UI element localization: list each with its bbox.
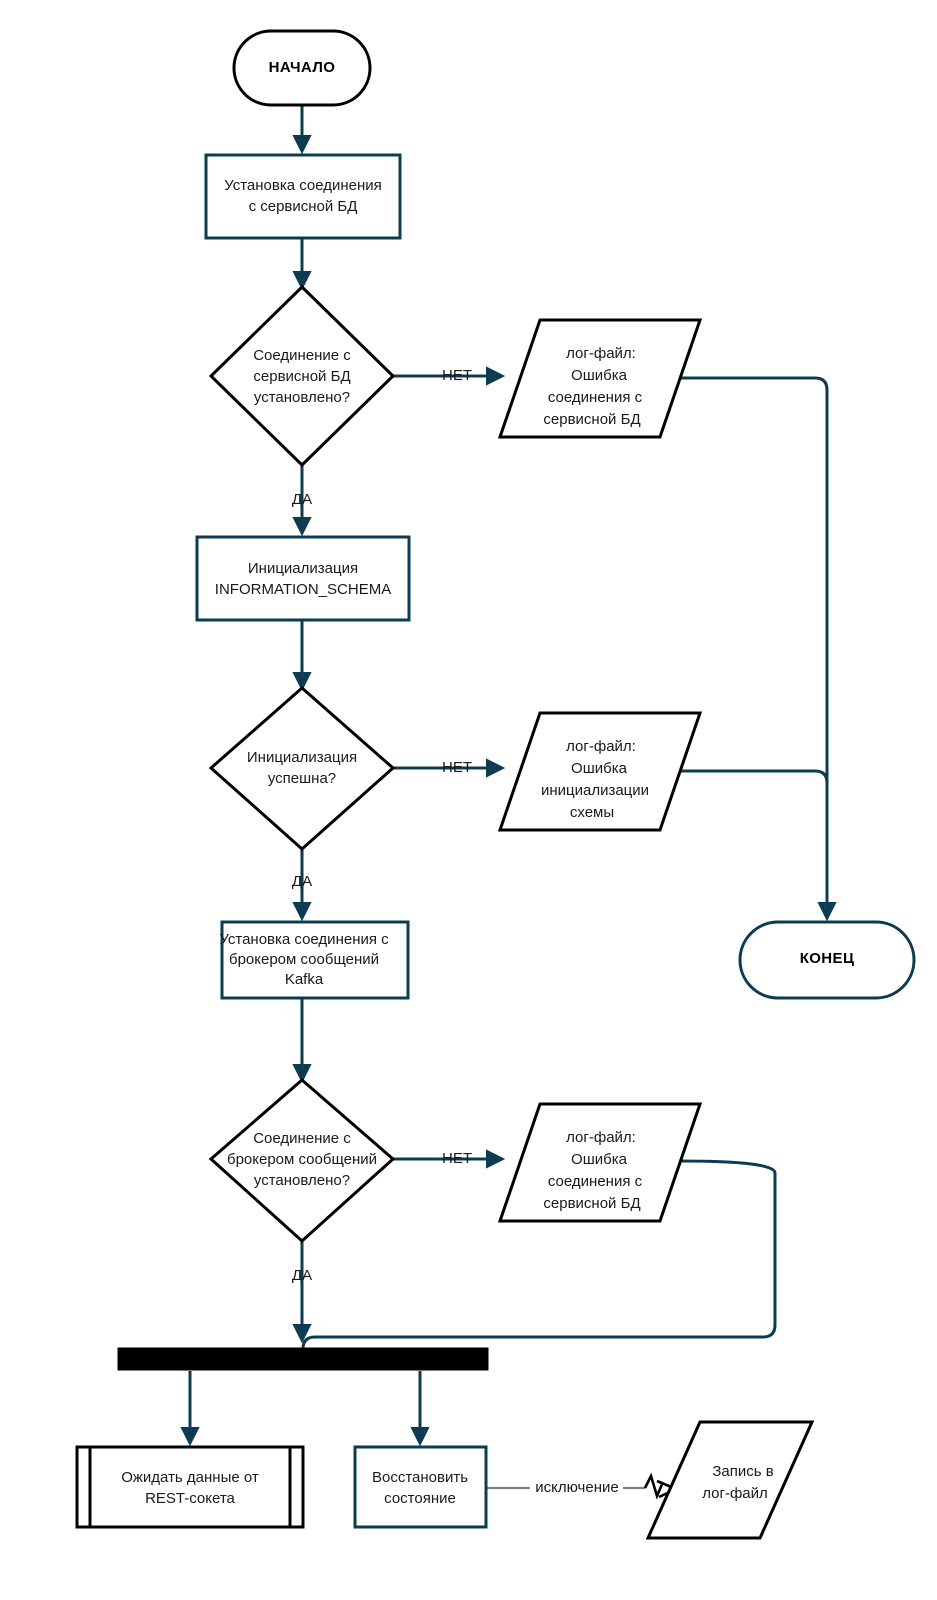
node-connect-service-db[interactable]: Установка соединения с сервисной БД bbox=[204, 153, 402, 240]
edge-label-yes-2: ДА bbox=[292, 873, 312, 890]
node-log-service-db-error-label-3: соединения с bbox=[548, 389, 643, 406]
node-decision-kafka[interactable]: Соединение с брокером сообщений установл… bbox=[208, 1078, 396, 1244]
node-connect-kafka-label-3: Kafka bbox=[285, 971, 324, 988]
node-end[interactable]: КОНЕЦ bbox=[738, 920, 916, 1000]
node-wait-rest-label-1: Ожидать данные от bbox=[121, 1469, 259, 1486]
node-decision-service-db[interactable]: Соединение с сервисной БД установлено? bbox=[208, 284, 396, 468]
node-log-kafka-error-label-4: сервисной БД bbox=[543, 1195, 640, 1212]
node-decision-kafka-label-1: Соединение с bbox=[253, 1130, 351, 1147]
node-log-service-db-error-label-4: сервисной БД bbox=[543, 411, 640, 428]
node-start[interactable]: НАЧАЛО bbox=[232, 29, 372, 107]
node-connect-service-db-label-2: с сервисной БД bbox=[249, 198, 358, 215]
node-decision-kafka-label-3: установлено? bbox=[254, 1172, 350, 1189]
node-init-schema[interactable]: Инициализация INFORMATION_SCHEMA bbox=[195, 535, 411, 622]
edge-log2-to-end bbox=[679, 769, 829, 800]
node-decision-init[interactable]: Инициализация успешна? bbox=[208, 686, 396, 852]
node-restore-state-label-1: Восстановить bbox=[372, 1469, 468, 1486]
node-end-label: КОНЕЦ bbox=[800, 950, 855, 967]
node-write-log-label-2: лог-файл bbox=[702, 1485, 768, 1502]
node-log-init-error-label-2: Ошибка bbox=[571, 760, 628, 777]
exception-zigzag-icon bbox=[643, 1472, 665, 1500]
node-log-service-db-error-label-1: лог-файл: bbox=[566, 345, 636, 362]
node-log-init-error[interactable]: лог-файл: Ошибка инициализации схемы bbox=[497, 711, 703, 832]
node-connect-service-db-label-1: Установка соединения bbox=[224, 177, 382, 194]
edge-log3-to-fork bbox=[301, 1159, 777, 1350]
node-log-init-error-label-1: лог-файл: bbox=[566, 738, 636, 755]
node-decision-init-label-2: успешна? bbox=[268, 770, 336, 787]
node-log-init-error-label-4: схемы bbox=[570, 804, 614, 821]
node-decision-init-label-1: Инициализация bbox=[247, 749, 357, 766]
edge-label-no-2: НЕТ bbox=[442, 759, 472, 776]
edge-label-no-3: НЕТ bbox=[442, 1150, 472, 1167]
node-restore-state-label-2: состояние bbox=[384, 1490, 456, 1507]
node-restore-state[interactable]: Восстановить состояние bbox=[353, 1445, 488, 1529]
node-connect-kafka-label-2: брокером сообщений bbox=[229, 951, 379, 968]
edge-label-no-1: НЕТ bbox=[442, 367, 472, 384]
node-log-kafka-error-label-1: лог-файл: bbox=[566, 1129, 636, 1146]
node-decision-kafka-label-2: брокером сообщений bbox=[227, 1151, 377, 1168]
edge-log1-to-end bbox=[679, 376, 837, 922]
node-write-log[interactable]: Запись в лог-файл bbox=[645, 1420, 815, 1540]
node-log-init-error-label-3: инициализации bbox=[541, 782, 649, 799]
node-log-service-db-error[interactable]: лог-файл: Ошибка соединения с сервисной … bbox=[497, 318, 703, 439]
node-start-label: НАЧАЛО bbox=[269, 59, 336, 76]
edge-label-yes-1: ДА bbox=[292, 491, 312, 508]
node-wait-rest-label-2: REST-сокета bbox=[145, 1490, 235, 1507]
edge-label-yes-3: ДА bbox=[292, 1267, 312, 1284]
node-log-service-db-error-label-2: Ошибка bbox=[571, 367, 628, 384]
node-log-kafka-error[interactable]: лог-файл: Ошибка соединения с сервисной … bbox=[497, 1102, 703, 1223]
node-fork-bar[interactable] bbox=[117, 1347, 489, 1371]
node-log-kafka-error-label-2: Ошибка bbox=[571, 1151, 628, 1168]
node-init-schema-label-2: INFORMATION_SCHEMA bbox=[215, 581, 391, 598]
node-connect-kafka-label-1: Установка соединения с bbox=[219, 931, 389, 948]
node-wait-rest[interactable]: Ожидать данные от REST-сокета bbox=[75, 1445, 305, 1529]
node-decision-service-db-label-2: сервисной БД bbox=[253, 368, 350, 385]
edge-label-exception: исключение bbox=[535, 1479, 618, 1496]
node-log-kafka-error-label-3: соединения с bbox=[548, 1173, 643, 1190]
node-decision-service-db-label-3: установлено? bbox=[254, 389, 350, 406]
node-decision-service-db-label-1: Соединение с bbox=[253, 347, 351, 364]
node-connect-kafka[interactable]: Установка соединения с брокером сообщени… bbox=[219, 920, 410, 1000]
node-write-log-label-1: Запись в bbox=[712, 1463, 773, 1480]
node-init-schema-label-1: Инициализация bbox=[248, 560, 358, 577]
